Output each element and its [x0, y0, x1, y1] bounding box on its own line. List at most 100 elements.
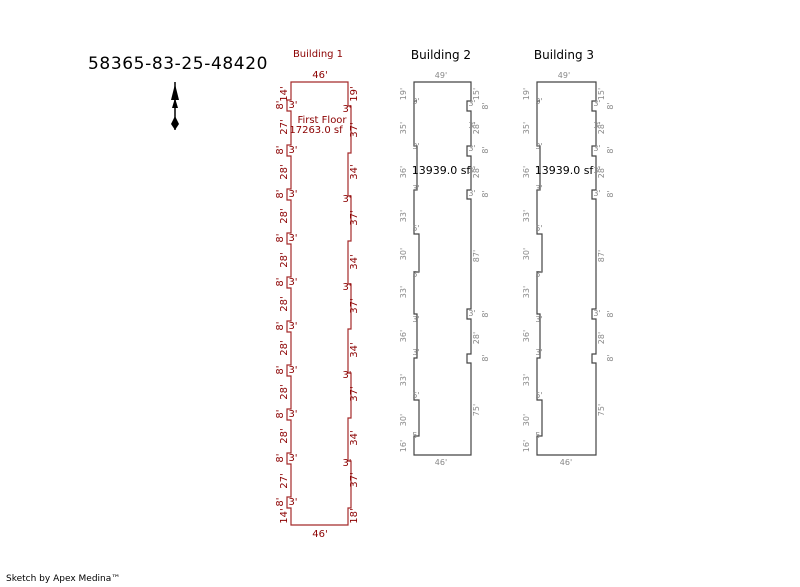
- b3-dim-rstep-2: 8': [606, 190, 615, 197]
- building-1-outline: [286, 81, 352, 526]
- b2-dim-left-3: 33': [399, 210, 408, 222]
- b2-dim-ljog-8: 5': [412, 431, 419, 440]
- b3-dim-rstep-0: 8': [606, 102, 615, 109]
- b1-dim-rjog-0: 3': [342, 104, 351, 115]
- b1-area: 17263.0 sf: [289, 125, 343, 136]
- b3-dim-right-2: 28': [597, 166, 606, 178]
- b1-dim-left-5: 28': [279, 296, 290, 311]
- b1-dim-step-0: 8': [275, 100, 286, 109]
- b1-dim-right-5: 37': [349, 298, 360, 313]
- b1-dim-right-3: 37': [349, 210, 360, 225]
- b1-dim-jog-0: 3': [288, 100, 297, 111]
- b3-dim-rjog-5: 3': [593, 309, 600, 318]
- b1-dim-bottom: 46': [312, 529, 327, 540]
- b2-dim-bottom: 46': [435, 458, 447, 467]
- b1-dim-right-6: 34': [349, 342, 360, 357]
- building-3-outline: [536, 81, 597, 456]
- b1-dim-jog-2: 3': [288, 189, 297, 200]
- b3-dim-left-5: 33': [522, 286, 531, 298]
- b3-dim-rstep-4: 8': [606, 354, 615, 361]
- b3-dim-left-9: 16': [522, 440, 531, 452]
- b1-dim-left-4: 28': [279, 252, 290, 267]
- b2-dim-left-1: 35': [399, 122, 408, 134]
- b2-dim-left-0: 19': [399, 88, 408, 100]
- b2-dim-right-3: 87': [472, 250, 481, 262]
- b2-dim-rjog-3: 3': [468, 166, 475, 175]
- b1-floor-label: First Floor: [297, 115, 347, 126]
- b1-dim-step-9: 8': [275, 497, 286, 506]
- b1-dim-rjog-1: 3': [342, 194, 351, 205]
- b1-dim-step-7: 8': [275, 409, 286, 418]
- b3-dim-rjog-3: 3': [593, 166, 600, 175]
- b2-dim-left-5: 33': [399, 286, 408, 298]
- b1-dim-left-0: 14': [279, 86, 290, 101]
- building-2-title: Building 2: [411, 48, 471, 62]
- b2-dim-ljog-0: 3': [412, 97, 419, 106]
- b2-dim-right-2: 28': [472, 166, 481, 178]
- b3-area: 13939.0 sf: [535, 164, 595, 177]
- b1-dim-left-7: 28': [279, 384, 290, 399]
- b3-dim-ljog-5: 3': [535, 315, 542, 324]
- b2-dim-ljog-1: 3': [412, 142, 419, 151]
- b2-dim-left-9: 16': [399, 440, 408, 452]
- b2-dim-left-6: 36': [399, 330, 408, 342]
- footer-credit: Sketch by Apex Medina™: [6, 574, 121, 584]
- b1-dim-right-2: 34': [349, 164, 360, 179]
- b2-dim-rstep-2: 8': [481, 190, 490, 197]
- b3-left-dims: 19'35'36'33'30'33'36'33'30'16'3'3'3'5'5'…: [522, 88, 543, 452]
- b3-dim-rstep-1: 8': [606, 146, 615, 153]
- b1-left-dims: 14'27'28'28'28'28'28'28'28'27'14'8'3'8'3…: [275, 86, 298, 523]
- b1-dim-left-1: 27': [279, 119, 290, 134]
- b1-dim-jog-9: 3': [288, 497, 297, 508]
- b1-dim-rjog-4: 3': [342, 458, 351, 469]
- b2-dim-ljog-7: 5': [412, 391, 419, 400]
- building-3-title: Building 3: [534, 48, 594, 62]
- b1-dim-rjog-2: 3': [342, 282, 351, 293]
- b2-dim-rjog-5: 3': [468, 309, 475, 318]
- b1-dim-jog-5: 3': [288, 321, 297, 332]
- b2-dim-ljog-3: 5': [412, 224, 419, 233]
- b1-right-dims: 19'37'34'37'34'37'34'37'34'37'18'3'3'3'3…: [342, 86, 360, 523]
- b3-dim-rjog-1: 3': [593, 121, 600, 130]
- building-2-outline: [413, 81, 472, 456]
- b3-dim-left-4: 30': [522, 248, 531, 260]
- b2-area: 13939.0 sf: [412, 164, 472, 177]
- b2-dim-rstep-4: 8': [481, 354, 490, 361]
- b3-dim-ljog-4: 5': [535, 270, 542, 279]
- b1-dim-right-1: 37': [349, 122, 360, 137]
- north-arrow-icon: [171, 82, 179, 130]
- b3-dim-ljog-3: 5': [535, 224, 542, 233]
- b1-dim-right-8: 34': [349, 430, 360, 445]
- b1-dim-step-5: 8': [275, 321, 286, 330]
- b3-dim-right-3: 87': [597, 250, 606, 262]
- b2-dim-rstep-3: 8': [481, 310, 490, 317]
- b2-dim-left-7: 33': [399, 374, 408, 386]
- b3-dim-left-0: 19': [522, 88, 531, 100]
- b3-dim-left-6: 36': [522, 330, 531, 342]
- b3-dim-right-5: 75': [597, 404, 606, 416]
- b2-dim-left-4: 30': [399, 248, 408, 260]
- b1-dim-step-2: 8': [275, 189, 286, 198]
- b1-dim-rjog-3: 3': [342, 370, 351, 381]
- b3-dim-left-7: 33': [522, 374, 531, 386]
- b1-dim-left-9: 27': [279, 473, 290, 488]
- b1-dim-left-2: 28': [279, 164, 290, 179]
- b3-dim-rjog-0: 3': [593, 99, 600, 108]
- b2-dim-rjog-2: 3': [468, 144, 475, 153]
- b2-dim-ljog-4: 5': [412, 270, 419, 279]
- b3-dim-rjog-2: 3': [593, 144, 600, 153]
- b3-dim-right-1: 28': [597, 122, 606, 134]
- b1-dim-step-1: 8': [275, 145, 286, 154]
- b3-dim-rstep-3: 8': [606, 310, 615, 317]
- b3-dim-bottom: 46': [560, 458, 572, 467]
- b1-dim-top: 46': [312, 70, 327, 81]
- b1-dim-right-0: 19': [349, 86, 360, 101]
- b1-dim-right-7: 37': [349, 386, 360, 401]
- b1-dim-jog-4: 3': [288, 277, 297, 288]
- b1-dim-right-9: 37': [349, 472, 360, 487]
- b2-dim-rstep-0: 8': [481, 102, 490, 109]
- b1-dim-jog-7: 3': [288, 409, 297, 420]
- b3-dim-ljog-2: 3': [535, 184, 542, 193]
